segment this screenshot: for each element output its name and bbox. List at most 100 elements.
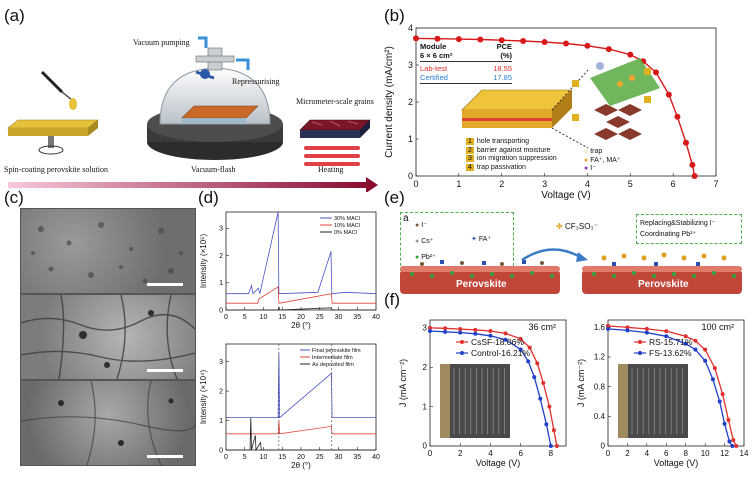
y-tick-label: 3 xyxy=(408,60,413,70)
data-point xyxy=(722,421,727,426)
y-tick-label: 2 xyxy=(423,363,428,372)
x-tick-label: 8 xyxy=(549,449,554,458)
x-tick-label: 0 xyxy=(428,449,433,458)
data-point xyxy=(683,139,689,146)
y-tick-label: 4 xyxy=(408,23,413,33)
data-point xyxy=(428,329,432,334)
x-tick-label: 0 xyxy=(224,314,228,321)
data-point xyxy=(717,399,722,404)
series-line xyxy=(607,325,737,447)
x-axis-label: 2θ (°) xyxy=(291,321,311,330)
data-point xyxy=(644,326,649,331)
x-tick-label: 4 xyxy=(488,449,493,458)
data-point xyxy=(664,329,669,334)
x-tick-label: 4 xyxy=(645,449,650,458)
ruler xyxy=(618,364,628,438)
y-tick-label: 1.2 xyxy=(594,353,606,362)
x-tick-label: 40 xyxy=(372,314,380,321)
y-tick-label: 0 xyxy=(219,307,223,314)
x-tick-label: 40 xyxy=(372,454,380,461)
data-point xyxy=(532,375,537,380)
data-point xyxy=(473,327,478,332)
subpanel-letter: a xyxy=(403,213,409,224)
data-point xyxy=(443,326,448,331)
data-point xyxy=(551,428,556,433)
row-label: Certified xyxy=(420,73,448,82)
x-tick-label: 2 xyxy=(499,179,504,189)
x-axis-label: Voltage (V) xyxy=(541,190,590,200)
row-value: 17.85 xyxy=(493,73,512,82)
legend-label: 0% MACl xyxy=(334,230,357,236)
data-point xyxy=(544,422,549,427)
anion-label: ✤ CF₃SO₃⁻ xyxy=(556,222,598,231)
legend-label: 10% MACl xyxy=(334,223,360,229)
series-line xyxy=(226,286,376,304)
x-tick-label: 0 xyxy=(224,454,228,461)
y-axis-label: J (mA cm⁻²) xyxy=(576,359,586,407)
x-tick-label: 5 xyxy=(243,314,247,321)
x-axis-label: Voltage (V) xyxy=(654,458,699,468)
data-point xyxy=(625,325,630,330)
ion-cs: ● Cs⁺ xyxy=(415,238,434,245)
y-tick-label: 1 xyxy=(408,134,413,144)
data-point xyxy=(605,46,612,53)
data-point xyxy=(693,338,698,343)
data-point xyxy=(518,336,523,341)
x-tick-label: 35 xyxy=(353,454,361,461)
x-tick-label: 25 xyxy=(316,314,324,321)
sem-image-middle xyxy=(20,294,196,380)
plot-frame xyxy=(429,319,567,447)
data-point xyxy=(693,347,698,352)
legend-label: 30% MACl xyxy=(334,216,360,222)
data-point xyxy=(458,330,463,335)
data-point xyxy=(720,392,725,397)
y-tick-label: 1 xyxy=(219,418,223,425)
data-point xyxy=(503,331,508,336)
data-point xyxy=(727,439,732,444)
row-value: 18.55 xyxy=(493,64,512,73)
data-point xyxy=(710,377,715,382)
plot-frame xyxy=(607,319,745,447)
series-line xyxy=(226,306,376,311)
table-row: Certified 17.85 xyxy=(420,73,512,84)
x-tick-label: 5 xyxy=(628,179,633,189)
y-tick-label: 3 xyxy=(219,226,223,233)
x-axis-label: Voltage (V) xyxy=(476,458,521,468)
x-tick-label: 0 xyxy=(413,179,418,189)
y-tick-label: 3 xyxy=(219,359,223,366)
x-tick-label: 10 xyxy=(260,454,268,461)
data-point xyxy=(683,334,688,339)
data-point xyxy=(455,36,462,43)
x-tick-label: 35 xyxy=(353,314,361,321)
series-line xyxy=(415,37,696,177)
vacuum-chamber xyxy=(147,36,283,160)
data-point xyxy=(458,327,463,332)
data-point xyxy=(527,345,532,350)
panel-label-b: (b) xyxy=(384,6,405,25)
y-tick-label: 0.4 xyxy=(594,412,606,421)
x-tick-label: 6 xyxy=(664,449,669,458)
data-point xyxy=(518,347,523,352)
data-point xyxy=(477,36,484,43)
label-step2: Vacuum-flash xyxy=(191,165,236,174)
scale-bar xyxy=(147,455,183,458)
legend-label: CsSF-18.06% xyxy=(471,337,524,347)
data-point xyxy=(488,329,493,334)
x-tick-label: 30 xyxy=(335,454,343,461)
panel-label-a: (a) xyxy=(4,6,25,25)
data-point xyxy=(734,444,739,448)
x-tick-label: 25 xyxy=(316,454,324,461)
perovskite-slabs xyxy=(400,248,742,294)
y-axis-label: Intensity (×10⁵) xyxy=(199,234,208,289)
x-axis-label: 2θ (°) xyxy=(291,461,311,470)
y-tick-label: 0.8 xyxy=(594,382,606,391)
data-point xyxy=(547,404,552,409)
table-header-module: Module xyxy=(420,42,447,51)
x-tick-label: 4 xyxy=(585,179,590,189)
x-tick-label: 30 xyxy=(335,314,343,321)
